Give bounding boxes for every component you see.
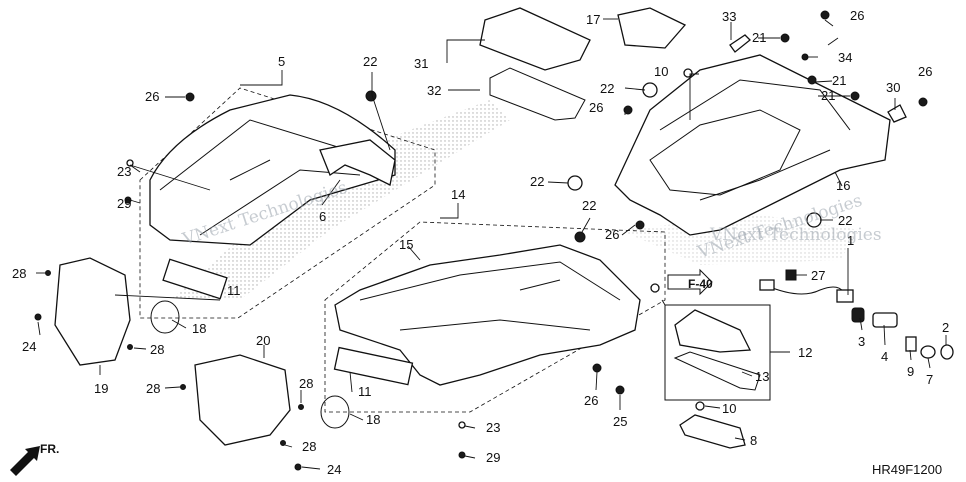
callout-28-c: 28 xyxy=(146,381,160,396)
part-2-cap xyxy=(940,344,954,360)
callout-24-a: 24 xyxy=(22,339,36,354)
callout-30: 30 xyxy=(886,80,900,95)
callout-33: 33 xyxy=(722,9,736,24)
callout-7: 7 xyxy=(926,372,933,387)
callout-11-a: 11 xyxy=(227,283,241,298)
callout-31: 31 xyxy=(414,56,428,71)
fasteners xyxy=(34,10,928,471)
part-6-bracket xyxy=(319,139,396,186)
part-9-cap xyxy=(905,336,917,352)
callout-25: 25 xyxy=(613,414,627,429)
part-14-detail xyxy=(359,261,621,331)
callout-28-e: 28 xyxy=(302,439,316,454)
callout-12: 12 xyxy=(798,345,812,360)
part-3-grommet xyxy=(851,307,865,323)
callout-26-f: 26 xyxy=(584,393,598,408)
part-1-connector-right xyxy=(836,289,854,303)
dashed-box-12 xyxy=(664,304,771,401)
callout-13: 13 xyxy=(755,369,769,384)
callout-32: 32 xyxy=(427,83,441,98)
callout-5: 5 xyxy=(278,54,285,69)
callout-3: 3 xyxy=(858,334,865,349)
callout-10-b: 10 xyxy=(722,401,736,416)
callout-28-a: 28 xyxy=(12,266,26,281)
callout-2: 2 xyxy=(942,320,949,335)
part-16-detail xyxy=(659,79,851,201)
callout-18-b: 18 xyxy=(366,412,380,427)
callout-24-b: 24 xyxy=(327,462,341,477)
callout-26-d: 26 xyxy=(589,100,603,115)
callout-9: 9 xyxy=(907,364,914,379)
part-7-washer xyxy=(920,345,936,359)
diagram-code: HR49F1200 xyxy=(872,462,942,477)
dashed-box-5 xyxy=(139,87,436,319)
callout-17: 17 xyxy=(586,12,600,27)
callout-22-e: 22 xyxy=(838,213,852,228)
front-arrow: FR. xyxy=(10,442,59,476)
callout-29-a: 29 xyxy=(117,196,131,211)
callout-29-b: 29 xyxy=(486,450,500,465)
callout-28-d: 28 xyxy=(299,376,313,391)
callout-26-e: 26 xyxy=(605,227,619,242)
callouts: 1 2 3 4 5 6 7 8 9 10 10 11 11 12 13 14 1… xyxy=(12,8,949,477)
callout-21-a: 21 xyxy=(752,30,766,45)
part-18-ring-right xyxy=(320,395,350,429)
part-27-clip xyxy=(785,269,797,281)
callout-28-b: 28 xyxy=(150,342,164,357)
part-1-connector-left xyxy=(759,279,775,291)
callout-11-b: 11 xyxy=(358,384,372,399)
part-18-ring-left xyxy=(150,300,180,334)
part-1-harness xyxy=(764,284,846,296)
callout-19: 19 xyxy=(94,381,108,396)
part-17-lid xyxy=(617,7,687,49)
callout-18-a: 18 xyxy=(192,321,206,336)
callout-6: 6 xyxy=(319,209,326,224)
callout-22-d: 22 xyxy=(582,198,596,213)
callout-34: 34 xyxy=(838,50,852,65)
watermark-3: VNext Technologies xyxy=(709,225,882,245)
leader-lines xyxy=(36,18,947,470)
dashed-box-14 xyxy=(324,221,666,413)
callout-21-c: 21 xyxy=(821,88,835,103)
part-11-strip-lower xyxy=(333,346,414,386)
part-11-strip-upper xyxy=(162,258,228,300)
callout-1: 1 xyxy=(847,233,854,248)
part-4-plug xyxy=(872,312,898,328)
callout-21-b: 21 xyxy=(832,73,846,88)
callout-20: 20 xyxy=(256,333,270,348)
callout-15: 15 xyxy=(399,237,413,252)
part-16-recess xyxy=(649,109,801,196)
callout-8: 8 xyxy=(750,433,757,448)
part-5-upper-cover xyxy=(149,94,396,246)
ref-f40-label: F-40 xyxy=(688,277,713,291)
callout-23-a: 23 xyxy=(117,164,131,179)
part-32-seal xyxy=(489,67,586,121)
part-13-seal xyxy=(673,351,761,391)
part-16-rear-carrier xyxy=(614,54,891,236)
callout-26-c: 26 xyxy=(918,64,932,79)
callout-27: 27 xyxy=(811,268,825,283)
callout-14: 14 xyxy=(451,187,465,202)
callout-16: 16 xyxy=(836,178,850,193)
part-8-clip xyxy=(679,414,746,449)
part-31-tray xyxy=(479,7,591,71)
callout-23-b: 23 xyxy=(486,420,500,435)
callout-4: 4 xyxy=(881,349,888,364)
ref-f40-arrow: F-40 xyxy=(667,268,713,296)
part-12-cover xyxy=(674,309,752,353)
callout-22-a: 22 xyxy=(363,54,377,69)
callout-22-c: 22 xyxy=(530,174,544,189)
part-19-duct xyxy=(54,257,131,366)
callout-26-a: 26 xyxy=(145,89,159,104)
stipple-area-left xyxy=(170,100,510,300)
front-arrow-label: FR. xyxy=(40,442,59,456)
callout-26-b: 26 xyxy=(850,8,864,23)
part-20-duct xyxy=(194,354,291,446)
callout-10-a: 10 xyxy=(654,64,668,79)
callout-22-b: 22 xyxy=(600,81,614,96)
